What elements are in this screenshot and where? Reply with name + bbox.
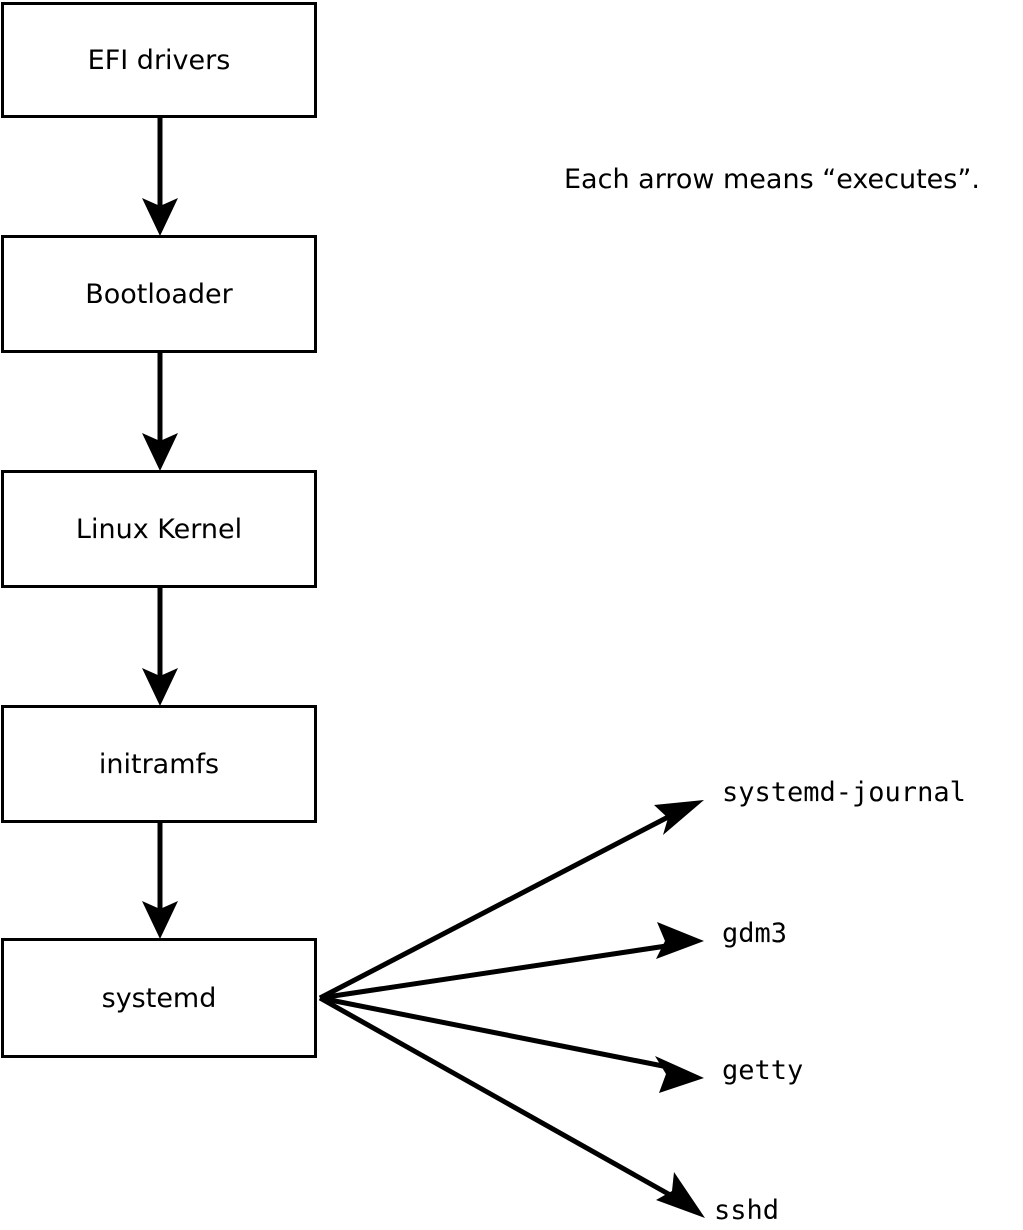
fanout-arrow-gdm3 <box>319 922 704 1001</box>
chain-arrow-linux-kernel-to-initramfs <box>142 588 178 706</box>
fanout-arrow-sshd <box>318 995 705 1218</box>
legend-note: Each arrow means “executes”. <box>564 164 980 195</box>
node-systemd[interactable]: systemd <box>1 938 317 1058</box>
fanout-arrow-systemd-journal <box>318 800 704 1001</box>
service-label-gdm3[interactable]: gdm3 <box>722 918 788 949</box>
chain-arrow-initramfs-to-systemd <box>142 823 178 939</box>
node-label-efi-drivers: EFI drivers <box>87 44 231 76</box>
service-label-getty[interactable]: getty <box>722 1055 804 1086</box>
node-label-systemd: systemd <box>101 982 217 1014</box>
node-efi-drivers[interactable]: EFI drivers <box>1 2 317 118</box>
chain-arrow-bootloader-to-linux-kernel <box>142 353 178 471</box>
node-label-bootloader: Bootloader <box>85 278 233 310</box>
node-label-initramfs: initramfs <box>98 748 220 780</box>
service-label-sshd[interactable]: sshd <box>714 1195 780 1226</box>
node-linux-kernel[interactable]: Linux Kernel <box>1 470 317 588</box>
node-bootloader[interactable]: Bootloader <box>1 235 317 353</box>
node-initramfs[interactable]: initramfs <box>1 705 317 823</box>
fanout-arrow-getty <box>319 995 704 1093</box>
node-label-linux-kernel: Linux Kernel <box>75 513 243 545</box>
chain-arrow-efi-drivers-to-bootloader <box>142 118 178 236</box>
service-label-systemd-journal[interactable]: systemd-journal <box>722 777 966 808</box>
